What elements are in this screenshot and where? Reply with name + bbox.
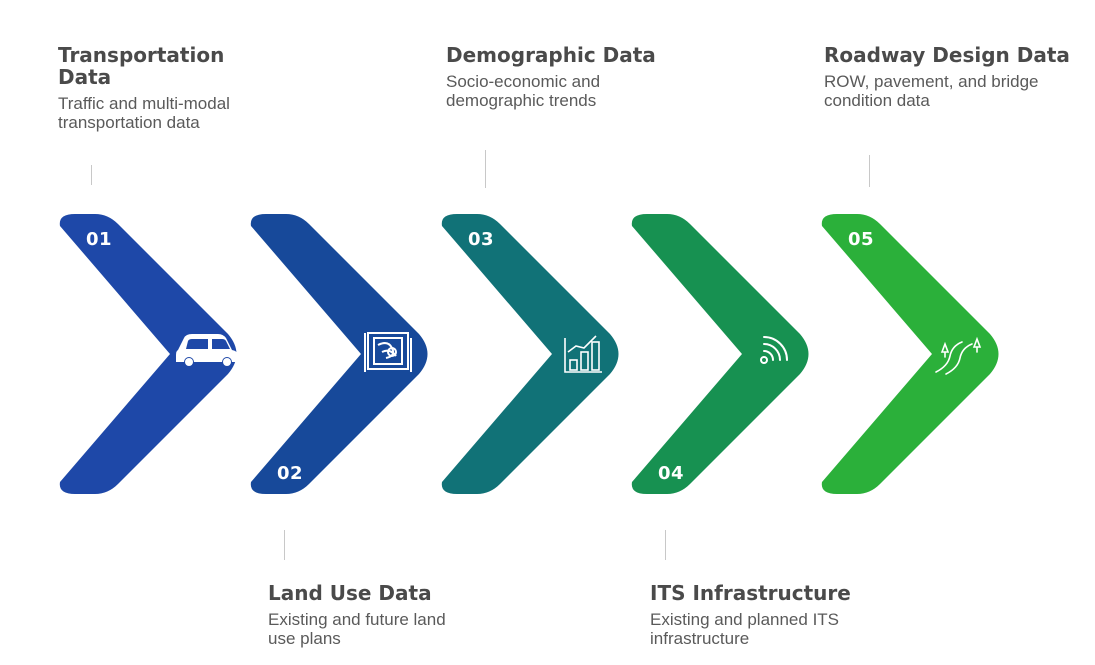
chevron-01 bbox=[59, 214, 238, 494]
step-number-01: 01 bbox=[86, 229, 113, 250]
chevron-03-shape bbox=[441, 214, 619, 494]
step-number-02: 02 bbox=[277, 463, 304, 484]
connector-05 bbox=[869, 155, 870, 187]
connector-01 bbox=[91, 165, 92, 185]
road-icon bbox=[935, 336, 982, 375]
chevron-05-shape bbox=[821, 214, 999, 494]
step-03-description: Socio-economic and demographic trends bbox=[446, 72, 601, 110]
step-05-description: ROW, pavement, and bridge condition data bbox=[824, 72, 1039, 110]
chevron-04 bbox=[631, 214, 809, 494]
step-02-title: Land Use Data bbox=[268, 581, 432, 605]
step-number-03: 03 bbox=[468, 229, 495, 250]
step-04-title: ITS Infrastructure bbox=[650, 581, 851, 605]
step-01-description: Traffic and multi-modal transportation d… bbox=[58, 94, 230, 132]
connector-04 bbox=[665, 530, 666, 560]
step-03-text: Demographic Data Socio-economic and demo… bbox=[446, 44, 706, 110]
step-03-title: Demographic Data bbox=[446, 43, 656, 67]
step-01-title: Transportation Data bbox=[58, 43, 225, 89]
connector-02 bbox=[284, 530, 285, 560]
step-number-04: 04 bbox=[658, 463, 685, 484]
chevron-02 bbox=[250, 214, 428, 494]
step-04-text: ITS Infrastructure Existing and planned … bbox=[650, 582, 890, 648]
wifi-icon bbox=[760, 336, 788, 364]
step-01-text: Transportation Data Traffic and multi-mo… bbox=[58, 44, 258, 132]
step-02-description: Existing and future land use plans bbox=[268, 610, 446, 648]
map-icon bbox=[364, 332, 412, 372]
connector-03 bbox=[485, 150, 486, 188]
step-05-text: Roadway Design Data ROW, pavement, and b… bbox=[824, 44, 1089, 110]
chevron-04-shape bbox=[631, 214, 809, 494]
step-02-text: Land Use Data Existing and future land u… bbox=[268, 582, 498, 648]
step-05-title: Roadway Design Data bbox=[824, 43, 1070, 67]
chevron-02-shape bbox=[250, 214, 428, 494]
chevron-05 bbox=[821, 214, 999, 494]
step-number-05: 05 bbox=[848, 229, 875, 250]
bar-chart-icon bbox=[564, 335, 602, 373]
step-04-description: Existing and planned ITS infrastructure bbox=[650, 610, 840, 648]
chevron-03 bbox=[441, 214, 619, 494]
car-icon bbox=[176, 334, 238, 366]
